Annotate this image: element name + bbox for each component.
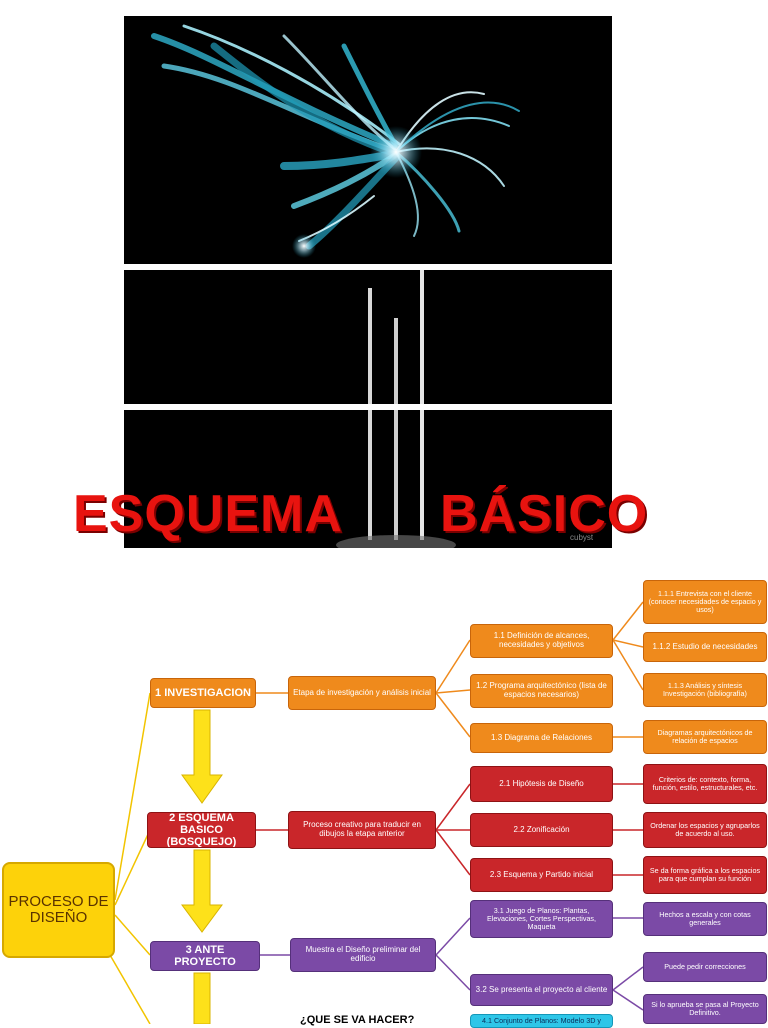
- step-2-esquema-basico: 2 ESQUEMA BASICO (BOSQUEJO): [147, 812, 256, 848]
- root-box-proceso: PROCESO DE DISEÑO: [2, 862, 115, 958]
- substep-1-2: 1.2 Programa arquitectónico (lista de es…: [470, 674, 613, 708]
- substep-4-1: 4.1 Conjunto de Planos: Modelo 3D y: [470, 1014, 613, 1028]
- photo-watermark: cubyst: [570, 533, 594, 542]
- step-2-description: Proceso creativo para traducir en dibujo…: [288, 811, 436, 849]
- question-label: ¿QUE SE VA HACER?: [300, 1014, 415, 1026]
- substep-2-2: 2.2 Zonificación: [470, 813, 613, 847]
- detail-2-1: Criterios de: contexto, forma, función, …: [643, 764, 767, 804]
- step-3-description: Muestra el Diseño preliminar del edifici…: [290, 938, 436, 972]
- light-rods-photo-bottom: cubyst: [124, 410, 612, 548]
- substep-3-2: 3.2 Se presenta el proyecto al cliente: [470, 974, 613, 1006]
- detail-2-2: Ordenar los espacios y agruparlos de acu…: [643, 812, 767, 848]
- title-word-2: BÁSICO: [440, 485, 649, 543]
- light-rods-graphic: [368, 270, 424, 404]
- step-1-investigacion: 1 INVESTIGACION: [150, 678, 256, 708]
- detail-1-3: Diagramas arquitectónicos de relación de…: [643, 720, 767, 754]
- step-3-ante-proyecto: 3 ANTE PROYECTO: [150, 941, 260, 971]
- substep-3-1: 3.1 Juego de Planos: Plantas, Elevacione…: [470, 900, 613, 938]
- substep-1-1: 1.1 Definición de alcances, necesidades …: [470, 624, 613, 658]
- substep-2-1: 2.1 Hipótesis de Diseño: [470, 766, 613, 802]
- light-swirl-graphic: [151, 24, 520, 258]
- detail-1-1-1: 1.1.1 Entrevista con el cliente (conocer…: [643, 580, 767, 624]
- step-1-description: Etapa de investigación y análisis inicia…: [288, 676, 436, 710]
- light-rods-base-graphic: cubyst: [336, 410, 594, 548]
- substep-1-3: 1.3 Diagrama de Relaciones: [470, 723, 613, 753]
- detail-3-1: Hechos a escala y con cotas generales: [643, 902, 767, 936]
- detail-1-1-3: 1.1.3 Análisis y síntesis Investigación …: [643, 673, 767, 707]
- detail-3-2a: Puede pedir correcciones: [643, 952, 767, 982]
- detail-2-3: Se da forma gráfica a los espacios para …: [643, 856, 767, 894]
- title-word-1: ESQUEMA: [73, 485, 343, 543]
- light-painting-photo-top: [124, 16, 612, 264]
- light-rods-photo-middle: [124, 270, 612, 404]
- substep-2-3: 2.3 Esquema y Partido inicial: [470, 858, 613, 892]
- detail-1-1-2: 1.1.2 Estudio de necesidades: [643, 632, 767, 662]
- detail-3-2b: Si lo aprueba se pasa al Proyecto Defini…: [643, 994, 767, 1024]
